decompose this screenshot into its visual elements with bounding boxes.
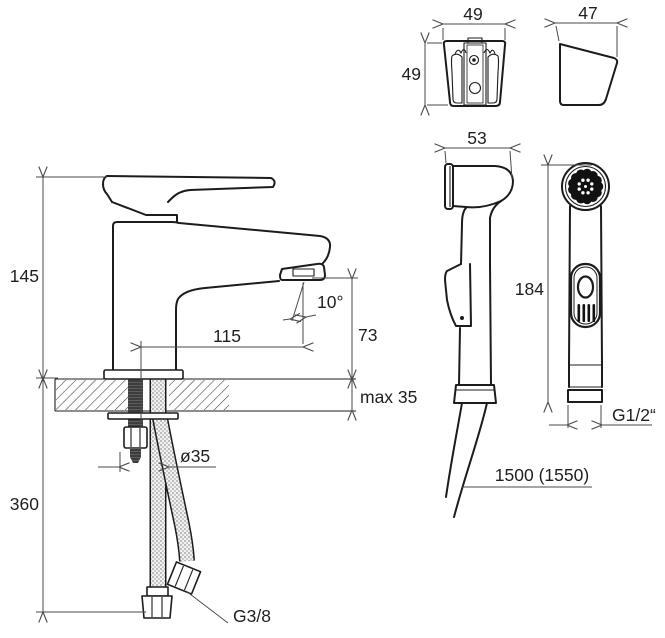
- holder-screw-hole-bottom: [468, 81, 482, 95]
- mixer-side-view: [102, 175, 332, 380]
- dim-shower-thread: G1/2“: [549, 405, 656, 430]
- mixer-aerator-inner: [292, 268, 315, 277]
- mixer-cartridge-cap: [111, 201, 178, 223]
- front-grip-slots: [577, 304, 596, 322]
- dim-deck-thickness-label: max 35: [360, 387, 417, 407]
- shower-neck-right: [489, 200, 502, 265]
- dim-stream-angle-label: 10°: [317, 292, 343, 312]
- counter-hatch-right: [169, 380, 229, 410]
- holder-rail-tab: [467, 37, 483, 44]
- rod-nut: [123, 426, 148, 449]
- dim-mounting-hole: ø35: [98, 446, 216, 472]
- dim-stream-angle: 10°: [282, 281, 343, 324]
- shower-neck-left: [460, 207, 467, 265]
- shower-trigger-screw: [460, 316, 464, 320]
- front-button-panel-inner: [573, 266, 598, 325]
- holder-front-view: [442, 37, 507, 107]
- spray-nozzle-dots: [577, 178, 594, 195]
- handshower-side-view: [444, 163, 514, 518]
- hose-hex-nut: [141, 595, 173, 619]
- holder-screw-dot: [472, 58, 476, 62]
- holder-scallop-right: [483, 48, 496, 55]
- dim-shower-thread-label: G1/2“: [612, 405, 656, 425]
- mounting-flange: [107, 412, 179, 420]
- dim-shower-length-label: 184: [515, 279, 544, 299]
- counter-hatch-left: [56, 380, 128, 410]
- shower-collar: [453, 384, 497, 404]
- front-connector: [567, 389, 603, 403]
- holder-screw-hole-top: [468, 54, 480, 66]
- dim-shower-head-width: 53: [434, 128, 521, 180]
- dim-spout-reach: 115: [130, 283, 314, 428]
- dim-mixer-height-label: 145: [10, 266, 39, 286]
- shower-head-outline: [452, 165, 514, 209]
- front-handle-right: [600, 205, 603, 366]
- mixer-body-spout: [112, 221, 332, 372]
- supply-hose-curved: [153, 416, 194, 562]
- dim-supply-length: 360: [10, 369, 146, 623]
- dim-shower-length: 184: [515, 154, 592, 413]
- dim-supply-thread-label: G3/8: [233, 606, 271, 626]
- dim-holder-height-label: 49: [402, 64, 421, 84]
- shower-handle-left: [458, 327, 461, 386]
- holder-rail-inner: [466, 44, 484, 104]
- hose-hex-nut-angled: [166, 561, 202, 595]
- spray-face-outer: [561, 162, 610, 211]
- holder-clip-left: [450, 53, 463, 104]
- shower-handle-right: [489, 263, 492, 386]
- holder-scallop-left: [454, 48, 467, 55]
- dim-shower-head-width-label: 53: [467, 128, 486, 148]
- holder-clip-right: [487, 53, 500, 104]
- dim-mounting-hole-label: ø35: [180, 446, 210, 466]
- dim-spout-reach-label: 115: [213, 326, 241, 346]
- holder-side-view: [559, 43, 619, 106]
- front-mode-button: [576, 275, 595, 299]
- rod-tip: [130, 448, 141, 463]
- front-button-panel: [569, 262, 602, 329]
- dim-outlet-height-label: 73: [358, 325, 377, 345]
- mixer-base-plate: [103, 369, 184, 380]
- mixer-spout-underside: [175, 280, 280, 372]
- dim-deck-thickness: max 35: [347, 369, 417, 421]
- counter-section: [54, 378, 356, 412]
- dim-supply-length-label: 360: [10, 494, 39, 514]
- mixer-aerator: [279, 262, 326, 281]
- handshower-front-view: [561, 162, 610, 403]
- mixer-lever-pivot: [102, 175, 113, 203]
- shower-face-cap: [444, 163, 454, 210]
- dim-holder-width: 49: [432, 4, 516, 40]
- shower-hose-right-edge: [453, 402, 488, 518]
- dim-holder-height: 49: [402, 32, 448, 116]
- dim-mixer-height: 145: [10, 166, 107, 389]
- mixer-mounting-parts: [107, 379, 202, 619]
- dim-shower-hose-length-label: 1500 (1550): [495, 465, 589, 485]
- dim-supply-thread: G3/8: [185, 590, 271, 626]
- dim-holder-depth: 47: [544, 3, 628, 57]
- holder-front-outline: [442, 40, 507, 107]
- dim-holder-width-label: 49: [463, 4, 482, 24]
- shower-hose-left-edge: [445, 402, 463, 498]
- holder-side-outline: [559, 43, 619, 106]
- front-handle-left: [568, 205, 571, 366]
- mixer-lever: [106, 175, 276, 203]
- dim-outlet-height: 73: [312, 268, 377, 389]
- dim-holder-depth-label: 47: [578, 3, 597, 23]
- hose-collar: [146, 586, 169, 597]
- dim-shower-hose-length: 1500 (1550): [462, 465, 592, 488]
- shower-trigger: [444, 263, 472, 327]
- spray-face-ring: [564, 165, 607, 208]
